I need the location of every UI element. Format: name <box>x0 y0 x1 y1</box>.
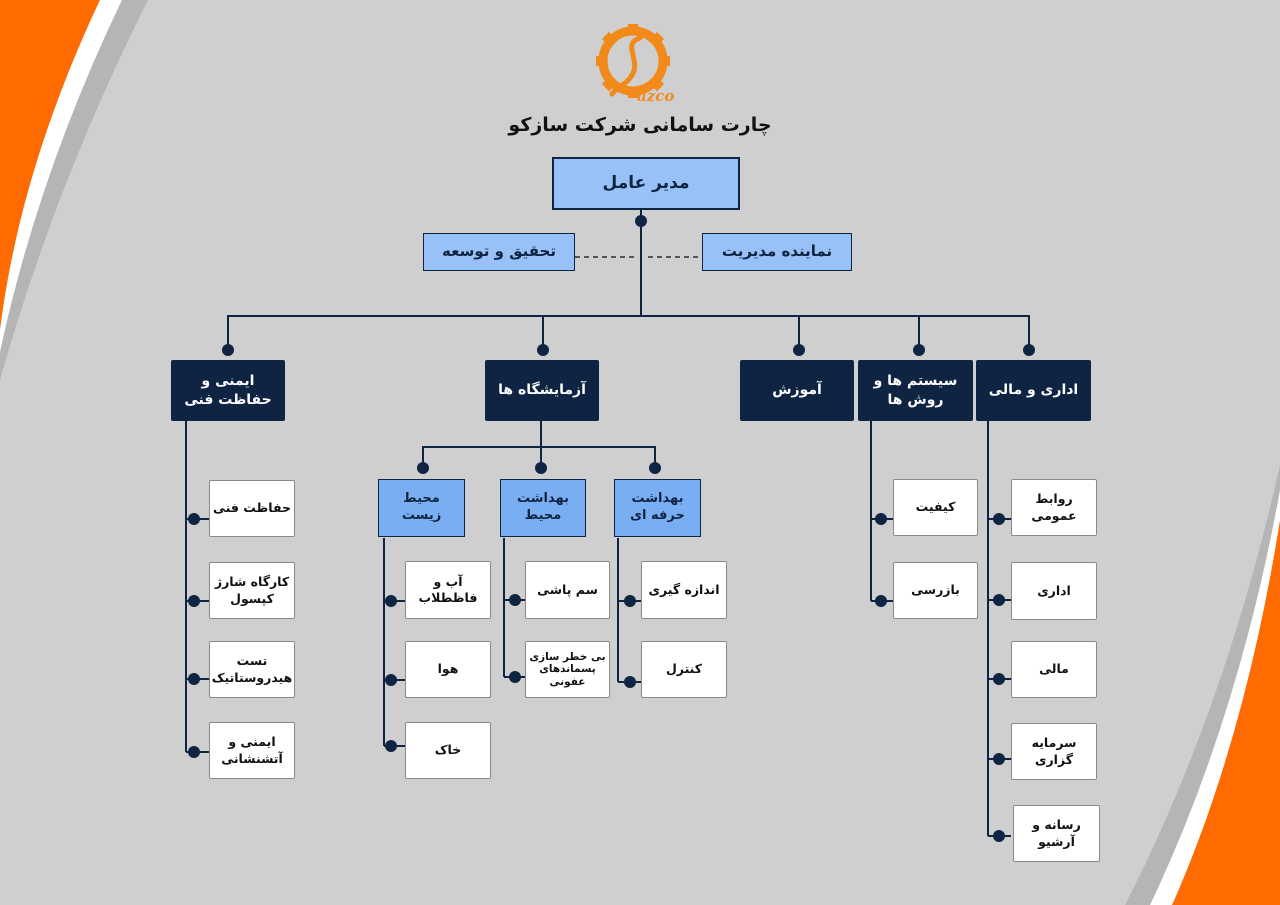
lab-environmental-health: بهداشت محیط <box>500 479 586 537</box>
logo-text: azco <box>637 87 674 105</box>
lab-environment: محیط زیست <box>378 479 465 537</box>
occupational-item: کنترل <box>641 641 727 698</box>
environment-item: خاک <box>405 722 491 779</box>
systems-item: کیفیت <box>893 479 978 536</box>
management-rep-box: نماینده مدیریت <box>702 233 852 271</box>
environment-item: آب و فاظطلاب <box>405 561 491 619</box>
dept-systems: سیستم ها و روش ها <box>858 360 973 421</box>
safety-item: تست هیدروستاتیک <box>209 641 295 698</box>
chart-title: چارت سامانی شرکت سازکو <box>508 114 772 136</box>
sazco-logo: azco <box>596 24 674 105</box>
environment-item: هوا <box>405 641 491 698</box>
admin-item: سرمایه گزاری <box>1011 723 1097 780</box>
admin-item: رسانه و آرشیو <box>1013 805 1100 862</box>
rnd-box: تحقیق و توسعه <box>423 233 575 271</box>
admin-item: اداری <box>1011 562 1097 620</box>
dept-labs: آزمایشگاه ها <box>485 360 599 421</box>
safety-item: ایمنی و آتشنشانی <box>209 722 295 779</box>
systems-item: بازرسی <box>893 562 978 619</box>
occupational-item: اندازه گیری <box>641 561 727 619</box>
dept-safety: ایمنی و حفاظت فنی <box>171 360 285 421</box>
lab-occupational-health: بهداشت حرفه ای <box>614 479 701 537</box>
safety-item: کارگاه شارژ کپسول <box>209 562 295 619</box>
dept-admin-finance: اداری و مالی <box>976 360 1091 421</box>
dept-training: آموزش <box>740 360 854 421</box>
env-health-item: بی خطر سازی پسماندهای عفونی <box>525 641 610 698</box>
admin-item: مالی <box>1011 641 1097 698</box>
env-health-item: سم پاشی <box>525 561 610 619</box>
admin-item: روابط عمومی <box>1011 479 1097 536</box>
ceo-box: مدیر عامل <box>552 157 740 210</box>
safety-item: حفاظت فنی <box>209 480 295 537</box>
